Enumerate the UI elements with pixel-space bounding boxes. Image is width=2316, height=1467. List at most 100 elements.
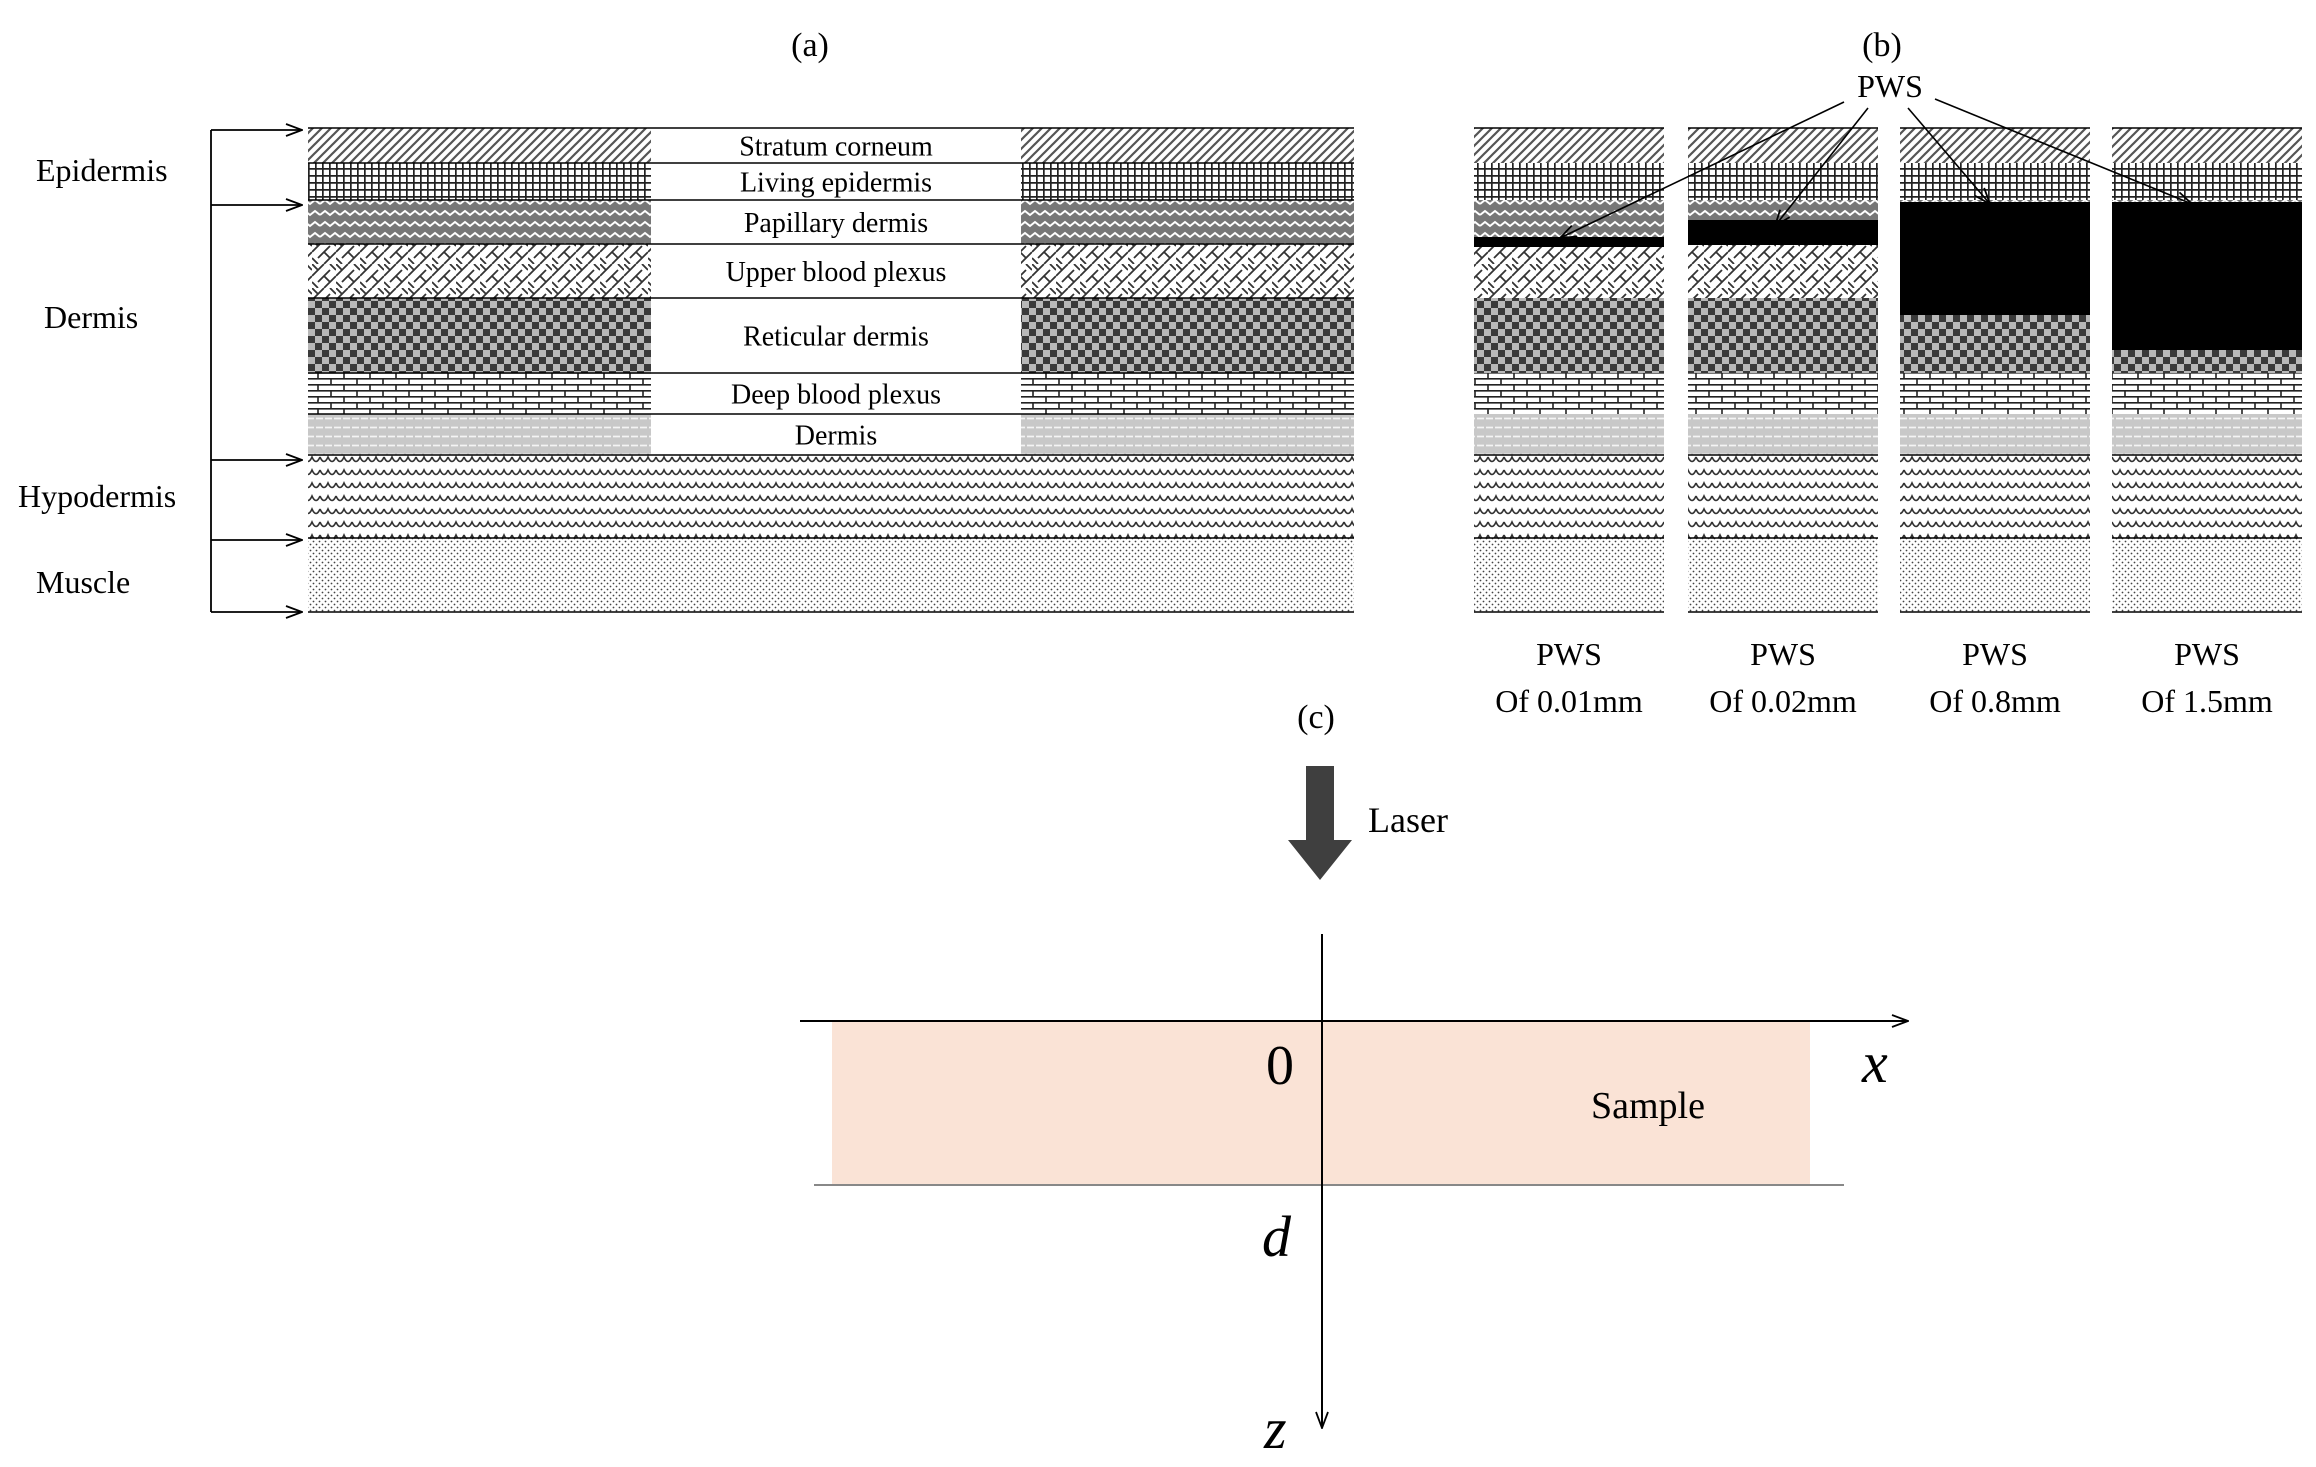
laser-arrow-icon bbox=[1288, 766, 1352, 880]
layer-papillary-dermis bbox=[308, 200, 1354, 244]
layer-fill-right bbox=[1021, 128, 1354, 163]
column-layer-stratum-corneum bbox=[2112, 128, 2302, 163]
layer-reticular-dermis bbox=[308, 298, 1354, 373]
caption-line1: PWS bbox=[1536, 636, 1602, 672]
caption-line1: PWS bbox=[2174, 636, 2240, 672]
layer-label-living-epidermis: Living epidermis bbox=[740, 168, 932, 199]
layer-label-box bbox=[651, 200, 1021, 244]
panel-a-label: (a) bbox=[791, 27, 829, 64]
layer-fill-left bbox=[308, 373, 651, 414]
column-layer-upper-blood-plexus bbox=[1474, 244, 1664, 298]
caption-line2: Of 0.02mm bbox=[1709, 683, 1857, 719]
panel-c: (c) Laser 0 x Sample d z bbox=[800, 699, 1908, 1461]
layer-label-box bbox=[651, 298, 1021, 373]
column-layer-dermis-lower bbox=[1688, 414, 1878, 455]
sample-label: Sample bbox=[1591, 1085, 1705, 1127]
laser-label: Laser bbox=[1368, 800, 1448, 840]
group-label-dermis: Dermis bbox=[44, 299, 138, 335]
layer-fill bbox=[308, 455, 1354, 538]
column-layer-dermis-lower bbox=[2112, 414, 2302, 455]
layer-upper-blood-plexus bbox=[308, 244, 1354, 298]
x-axis-label: x bbox=[1861, 1030, 1888, 1095]
caption-line1: PWS bbox=[1750, 636, 1816, 672]
layer-fill-right bbox=[1021, 414, 1354, 455]
column-layer-hypodermis bbox=[1474, 455, 1664, 538]
depth-label: d bbox=[1262, 1204, 1292, 1269]
layer-stratum-corneum bbox=[308, 128, 1354, 163]
group-label-muscle: Muscle bbox=[36, 564, 130, 600]
pws-band bbox=[2112, 202, 2302, 350]
column-layer-dermis-lower bbox=[1900, 414, 2090, 455]
column-layer-hypodermis bbox=[1688, 455, 1878, 538]
layer-fill-right bbox=[1021, 373, 1354, 414]
column-layer-living-epidermis bbox=[2112, 163, 2302, 200]
pws-column-pws-0-02 bbox=[1688, 127, 1878, 613]
layer-hypodermis bbox=[308, 455, 1354, 538]
pws-pointer-label: PWS bbox=[1857, 68, 1923, 104]
column-layer-living-epidermis bbox=[1474, 163, 1664, 200]
column-layer-reticular-dermis bbox=[1688, 298, 1878, 373]
layer-living-epidermis bbox=[308, 163, 1354, 200]
column-layer-muscle bbox=[1688, 538, 1878, 612]
layer-dermis-lower bbox=[308, 414, 1354, 455]
layer-fill bbox=[308, 538, 1354, 612]
column-layer-deep-blood-plexus bbox=[1474, 373, 1664, 414]
layer-muscle bbox=[308, 538, 1354, 612]
layer-fill-left bbox=[308, 163, 651, 200]
layer-label-box bbox=[651, 128, 1021, 163]
pws-column-pws-0-8 bbox=[1900, 127, 2090, 613]
caption-line2: Of 0.01mm bbox=[1495, 683, 1643, 719]
column-layer-living-epidermis bbox=[1900, 163, 2090, 200]
panel-a-layers bbox=[308, 127, 1354, 613]
column-layer-dermis-lower bbox=[1474, 414, 1664, 455]
column-layer-deep-blood-plexus bbox=[1900, 373, 2090, 414]
column-layer-hypodermis bbox=[1900, 455, 2090, 538]
pws-column-pws-1-5 bbox=[2112, 127, 2302, 613]
layer-fill-left bbox=[308, 128, 651, 163]
pws-column-pws-0-01 bbox=[1474, 127, 1664, 613]
layer-fill-left bbox=[308, 414, 651, 455]
column-layer-muscle bbox=[1474, 538, 1664, 612]
column-layer-stratum-corneum bbox=[1688, 128, 1878, 163]
caption-line2: Of 1.5mm bbox=[2141, 683, 2273, 719]
origin-label: 0 bbox=[1266, 1035, 1294, 1097]
panel-b-columns bbox=[1474, 127, 2302, 613]
layer-label-dermis-lower: Dermis bbox=[795, 421, 877, 452]
panel-c-label: (c) bbox=[1297, 699, 1335, 736]
pws-band bbox=[1900, 202, 2090, 315]
group-label-epidermis: Epidermis bbox=[36, 152, 168, 188]
column-layer-upper-blood-plexus bbox=[1688, 244, 1878, 298]
layer-label-deep-blood-plexus: Deep blood plexus bbox=[731, 380, 941, 411]
z-axis-label: z bbox=[1263, 1396, 1287, 1461]
column-layer-living-epidermis bbox=[1688, 163, 1878, 200]
column-layer-stratum-corneum bbox=[1900, 128, 2090, 163]
layer-label-box bbox=[651, 414, 1021, 455]
layer-separators bbox=[308, 127, 1354, 613]
layer-label-box bbox=[651, 163, 1021, 200]
column-layer-reticular-dermis bbox=[1474, 298, 1664, 373]
layer-label-reticular-dermis: Reticular dermis bbox=[743, 322, 929, 353]
caption-line2: Of 0.8mm bbox=[1929, 683, 2061, 719]
column-layer-muscle bbox=[2112, 538, 2302, 612]
layer-label-box bbox=[651, 244, 1021, 298]
group-bracket bbox=[210, 130, 302, 612]
layer-fill-right bbox=[1021, 298, 1354, 373]
column-layer-deep-blood-plexus bbox=[2112, 373, 2302, 414]
layer-label-box bbox=[651, 373, 1021, 414]
pws-pointer-lines bbox=[1560, 98, 2192, 238]
layer-label-upper-blood-plexus: Upper blood plexus bbox=[726, 257, 947, 288]
column-layer-stratum-corneum bbox=[1474, 128, 1664, 163]
panel-b-captions: PWS Of 0.01mm PWS Of 0.02mm PWS Of 0.8mm PWS Of… bbox=[1495, 636, 2273, 719]
layer-fill-right bbox=[1021, 200, 1354, 244]
layer-fill-left bbox=[308, 200, 651, 244]
layer-fill-right bbox=[1021, 244, 1354, 298]
layer-fill-right bbox=[1021, 163, 1354, 200]
layer-label-papillary-dermis: Papillary dermis bbox=[744, 208, 928, 239]
column-layer-muscle bbox=[1900, 538, 2090, 612]
layer-fill-left bbox=[308, 244, 651, 298]
caption-line1: PWS bbox=[1962, 636, 2028, 672]
